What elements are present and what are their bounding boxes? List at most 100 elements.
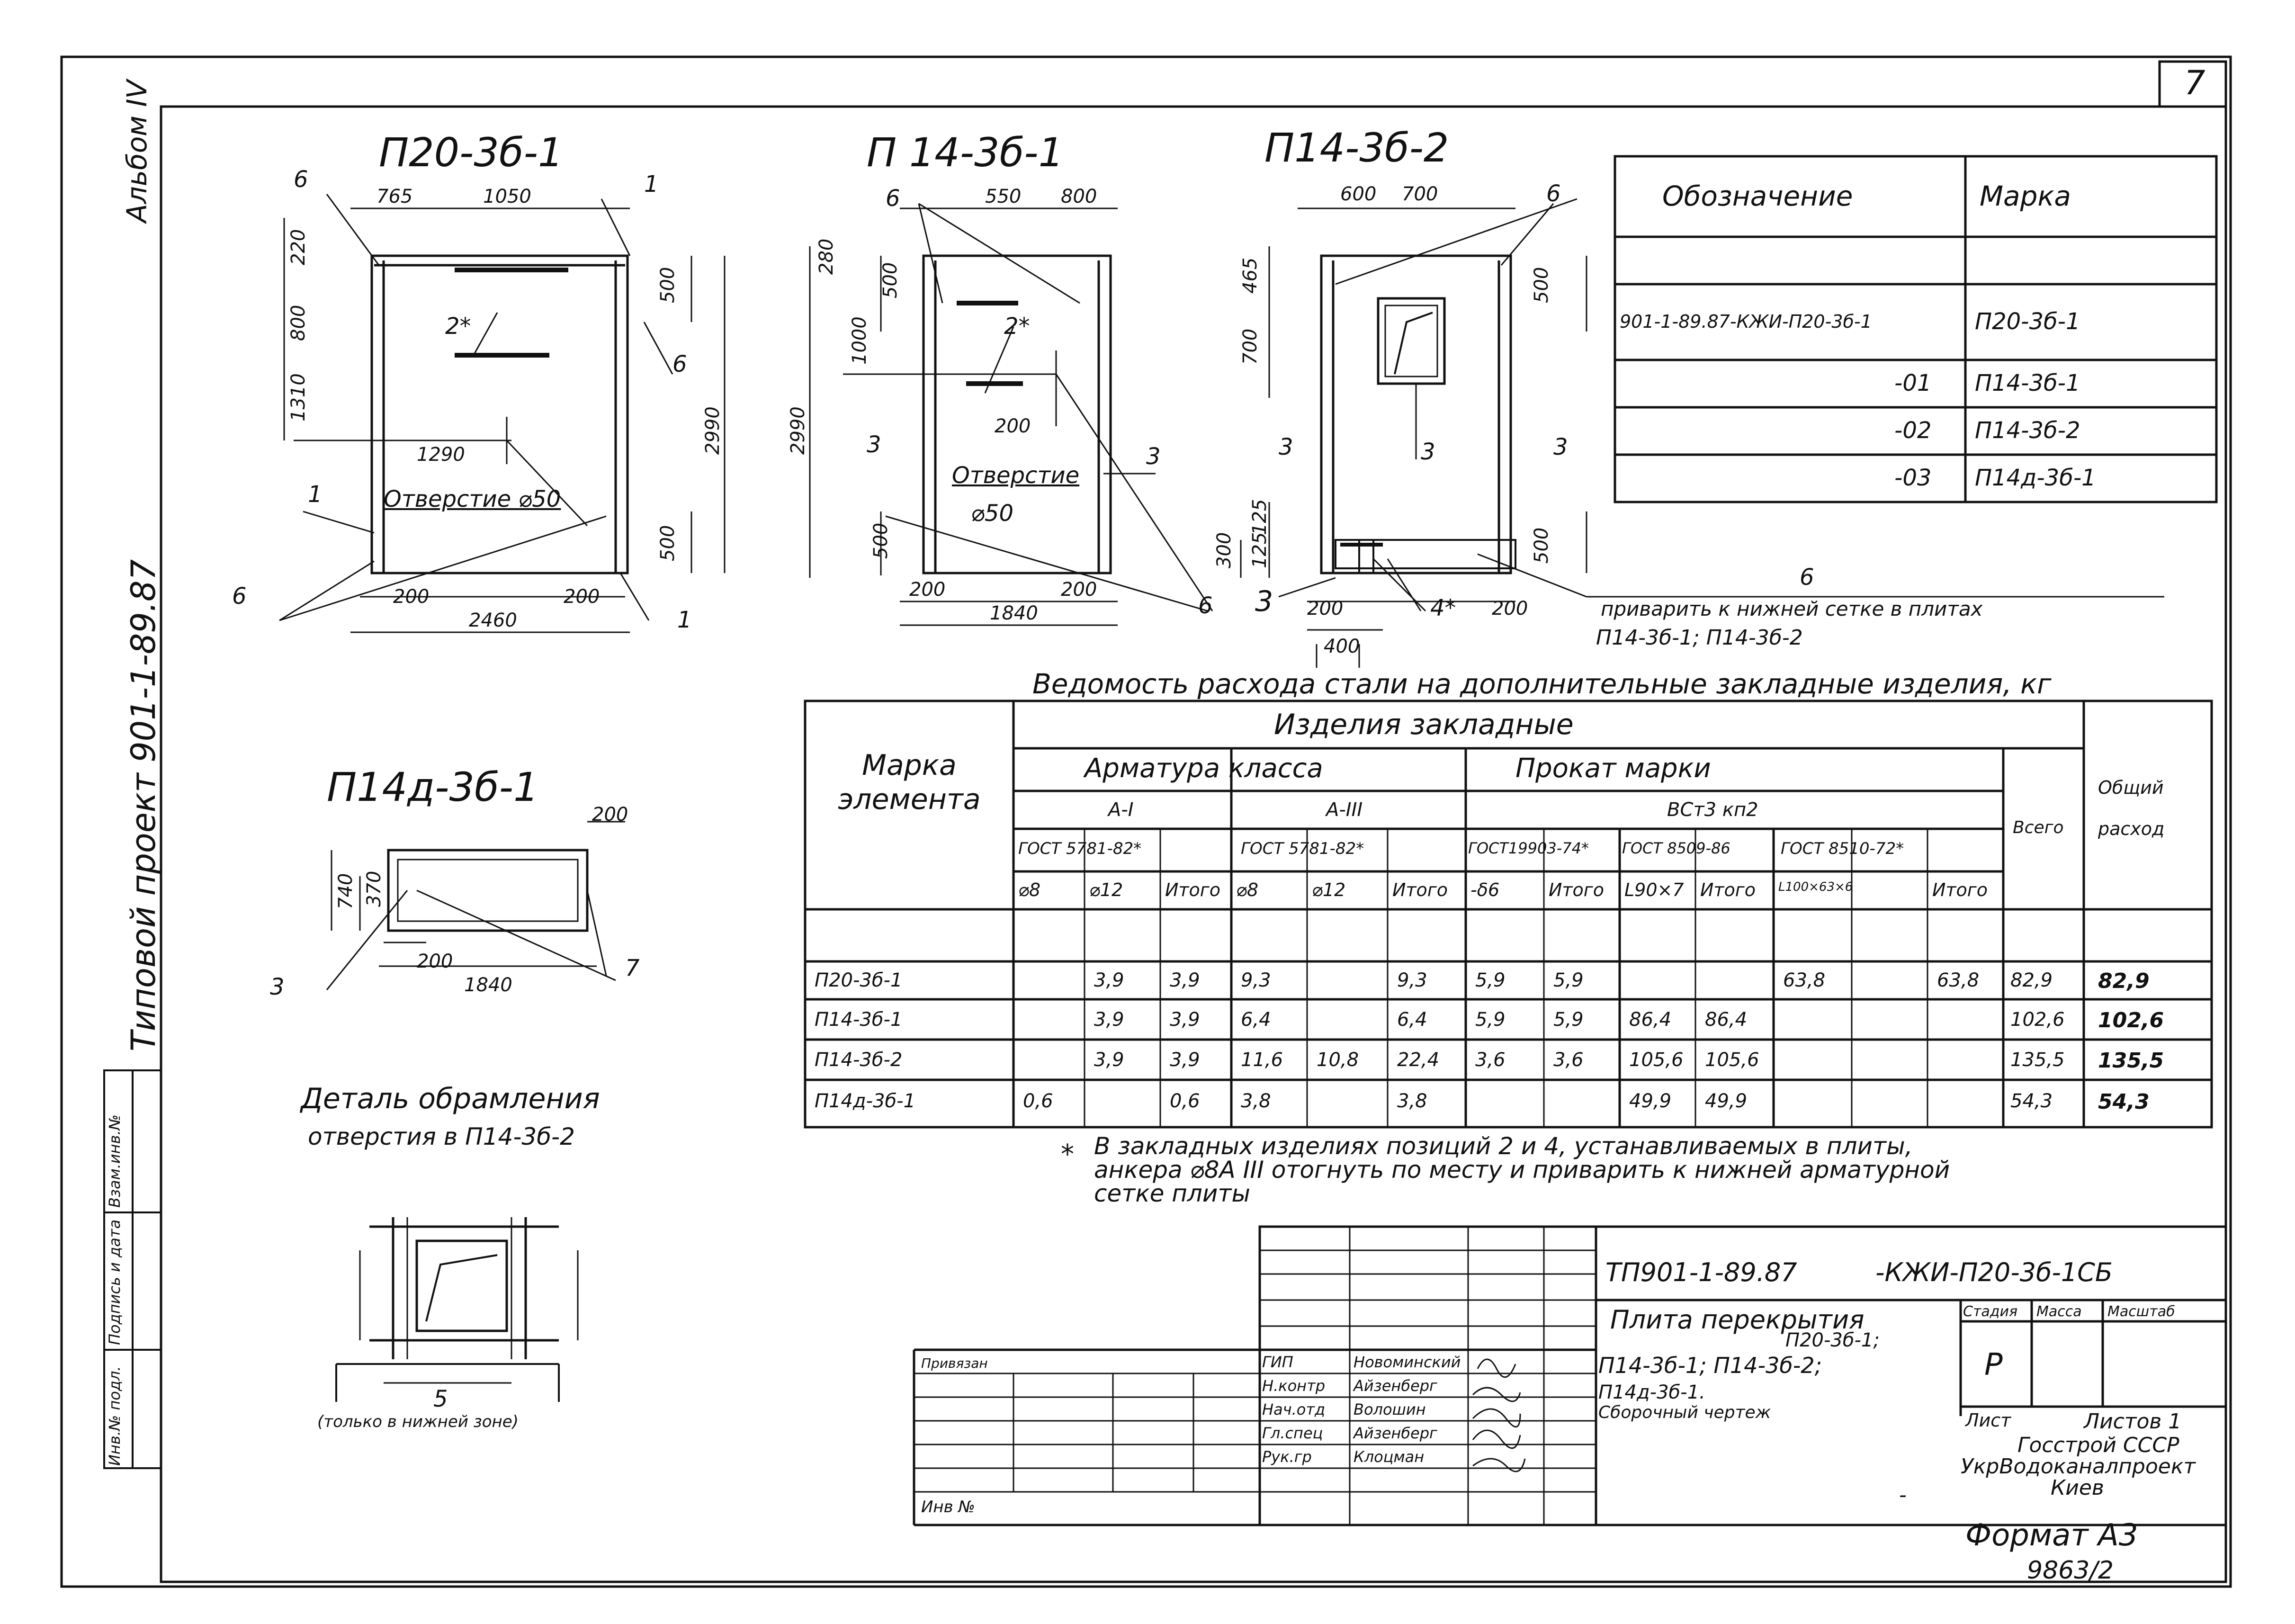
steel-subheader-cell: ⌀12 (1312, 879, 1346, 900)
tb-h-scale: Масштаб (2107, 1303, 2175, 1320)
p20-dim-800: 800 (287, 305, 309, 341)
steel-row-value: 49,9 (1629, 1090, 1672, 1112)
steel-row-overall: 54,3 (2098, 1090, 2150, 1114)
p14-1-title: П 14-3б-1 (867, 129, 1064, 176)
steel-row-value: 3,9 (1170, 969, 1200, 991)
p14-1-dim-800: 800 (1061, 186, 1097, 207)
p14d-callout-3: 3 (270, 974, 285, 1000)
p14-1-dim-200b: 200 (1061, 579, 1097, 601)
sheet-format: Формат A3 (1965, 1518, 2138, 1553)
p20-callout-6b: 6 (672, 351, 687, 377)
p14-2-dim-700: 700 (1402, 183, 1438, 205)
tb-role-name: Айзенберг (1354, 1377, 1437, 1395)
tb-sheet: Лист (1965, 1410, 2011, 1431)
tb-code2: -КЖИ-П20-3б-1СБ (1875, 1257, 2113, 1287)
steel-row-value: 5,9 (1553, 969, 1584, 991)
steel-h-element: Марка элемента (838, 749, 981, 816)
steel-subheader-cell: ⌀12 (1089, 879, 1123, 900)
tb-name4: П14д-3б-1. (1598, 1382, 1705, 1403)
side-stamp-2: Подпись и дата (106, 1219, 124, 1345)
marks-row-2-mark: П14-3б-1 (1975, 370, 2080, 396)
p14d-dim-740: 740 (335, 873, 357, 909)
steel-row-value: 9,3 (1397, 969, 1427, 991)
p14-1-dim-500: 500 (879, 262, 901, 298)
p20-callout-1a: 1 (644, 171, 659, 197)
steel-h-gost3: ГОСТ19903-74* (1468, 839, 1589, 857)
tb-name5: Сборочный чертеж (1598, 1403, 1771, 1422)
p14-2-dim-400: 400 (1324, 636, 1360, 657)
tb-name2: П20-3б-1; (1785, 1329, 1880, 1351)
steel-row-value: 86,4 (1705, 1009, 1748, 1031)
album-label: Альбом IV (121, 80, 153, 223)
steel-row-value: 86,4 (1629, 1009, 1672, 1031)
p14d-dim-370: 370 (363, 870, 385, 907)
steel-h-vst: ВСт3 кп2 (1667, 799, 1758, 821)
steel-subheader-cell: L90×7 (1624, 879, 1684, 900)
steel-row-value: 9,3 (1241, 969, 1271, 991)
detail-note: (только в нижней зоне) (317, 1412, 519, 1431)
steel-row-value: 0,6 (1023, 1090, 1053, 1112)
tb-role: Рук.гр (1262, 1448, 1312, 1466)
steel-h-embedded: Изделия закладные (1274, 708, 1574, 741)
p20-dim-220: 220 (287, 229, 309, 265)
p14-2-callout-6: 6 (1546, 180, 1561, 207)
steel-row-value: 22,4 (1397, 1049, 1440, 1071)
tb-org2: УкрВодоканалпроект (1961, 1454, 2196, 1479)
steel-row-mark: П14-3б-2 (815, 1049, 903, 1071)
p14-2-title: П14-3б-2 (1264, 125, 1449, 171)
steel-row-value: 5,9 (1475, 1009, 1506, 1031)
p14-1-dim-280: 280 (816, 238, 837, 275)
steel-row-value: 6,4 (1241, 1009, 1271, 1031)
marks-header-designation: Обозначение (1662, 180, 1853, 212)
steel-row-value: 3,6 (1475, 1049, 1506, 1071)
footnote-line3: сетке плиты (1094, 1180, 1250, 1207)
p14-1-callout-2: 2* (1004, 313, 1030, 340)
tb-role-name: Новоминский (1354, 1353, 1461, 1371)
tb-role-name: Волошин (1354, 1400, 1426, 1418)
tb-org1: Госстрой СССР (2017, 1433, 2179, 1457)
steel-h-a3: A-III (1326, 799, 1363, 821)
footnote-line2: анкера ⌀8А III отогнуть по месту и прива… (1094, 1156, 1950, 1184)
p14-1-dim-200: 200 (995, 415, 1031, 437)
p20-dim-765: 765 (377, 186, 413, 207)
sheet-number: 7 (2184, 63, 2205, 102)
tb-h-mass: Масса (2036, 1303, 2082, 1320)
steel-row-mark: П20-3б-1 (815, 969, 903, 991)
note6-text: приварить к нижней сетке в плитах (1601, 597, 1983, 620)
p14d-dim-1840: 1840 (464, 974, 512, 996)
steel-h-gost5: ГОСТ 8510-72* (1781, 839, 1904, 858)
p14-2-callout-4: 4* (1430, 595, 1456, 621)
side-stamp-1: Взам.инв.№ (106, 1114, 124, 1208)
p14-2-dim-125a: 125 (1249, 499, 1271, 535)
steel-row-value: 10,8 (1317, 1049, 1359, 1071)
tb-role: Н.контр (1262, 1377, 1326, 1395)
p14d-dim-200b: 200 (417, 951, 453, 972)
steel-row-value: 6,4 (1397, 1009, 1427, 1031)
steel-row-value: 105,6 (1629, 1049, 1684, 1071)
steel-row-value: 49,9 (1705, 1090, 1748, 1112)
p14d-callout-7: 7 (625, 955, 640, 981)
project-label: Типовой проект 901-1-89.87 (124, 559, 163, 1051)
p14-2-callout-3d: 3 (1255, 585, 1273, 618)
p14-1-dim-1840: 1840 (990, 602, 1038, 624)
p20-dim-500a: 500 (657, 267, 679, 303)
steel-subheader-cell: Итого (1165, 879, 1221, 900)
steel-h-gost2: ГОСТ 5781-82* (1241, 839, 1364, 858)
p14-2-dim-125b: 125 (1249, 532, 1271, 568)
steel-h-overall: Общий расход (2098, 777, 2165, 840)
steel-row-value: 105,6 (1705, 1049, 1759, 1071)
p20-callout-2: 2* (445, 313, 471, 340)
footnote-line1: В закладных изделиях позиций 2 и 4, уста… (1094, 1132, 1913, 1160)
steel-h-gost4: ГОСТ 8509-86 (1622, 839, 1730, 857)
detail-subtitle: отверстия в П14-3б-2 (308, 1123, 575, 1150)
steel-row-value: 3,9 (1170, 1009, 1200, 1031)
steel-row-overall: 102,6 (2098, 1008, 2164, 1032)
p14-2-callout-3b: 3 (1421, 439, 1435, 465)
steel-row-value: 63,8 (1937, 969, 1980, 991)
p20-dim-1290: 1290 (417, 444, 465, 466)
tb-code: ТП901-1-89.87 (1605, 1257, 1797, 1287)
steel-row-total: 102,6 (2010, 1009, 2065, 1031)
steel-subheader-cell: Итого (1932, 879, 1988, 900)
p14-1-dim-200a: 200 (909, 579, 946, 601)
steel-row-total: 135,5 (2010, 1049, 2065, 1071)
